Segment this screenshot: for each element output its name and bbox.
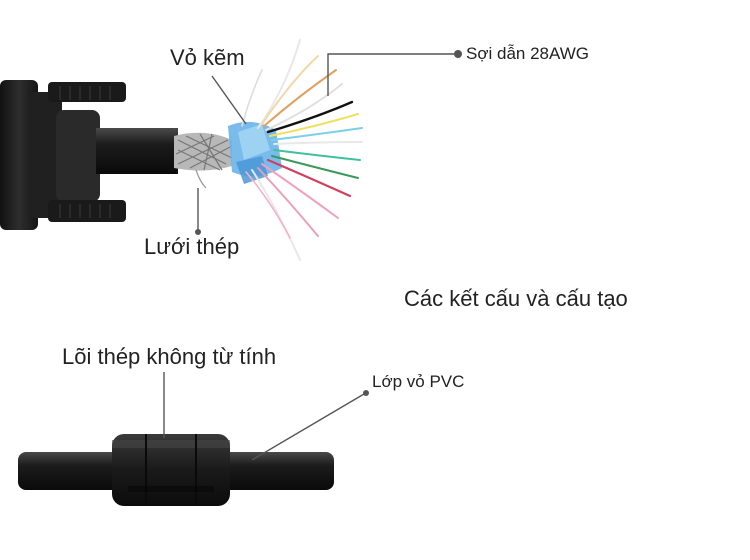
label-steel-mesh: Lưới thép <box>144 234 240 259</box>
leader-dot-pvc <box>363 390 369 396</box>
label-conductor-28awg: Sợi dẫn 28AWG <box>466 44 589 63</box>
label-zinc-shell: Vỏ kẽm <box>170 45 245 70</box>
steel-mesh-braid <box>174 132 233 189</box>
leader-dot-conductor <box>454 50 462 58</box>
thumb-screw-top <box>48 82 126 102</box>
leader-dot-mesh <box>195 229 201 235</box>
leader-pvc <box>251 393 365 461</box>
label-ferrite-core: Lõi thép không từ tính <box>62 344 277 369</box>
leader-shell <box>211 75 247 125</box>
leader-conductor <box>327 53 454 96</box>
top-cable-jacket <box>96 128 178 174</box>
label-pvc-jacket: Lớp vỏ PVC <box>372 372 465 391</box>
zinc-shield-foil <box>228 121 282 184</box>
leader-lines <box>163 53 454 461</box>
conductor-wires <box>241 39 363 261</box>
vga-connector <box>0 80 126 230</box>
label-structure: Các kết cấu và cấu tạo <box>404 286 628 311</box>
ferrite-core <box>112 434 230 506</box>
thumb-screw-bottom <box>48 200 126 222</box>
